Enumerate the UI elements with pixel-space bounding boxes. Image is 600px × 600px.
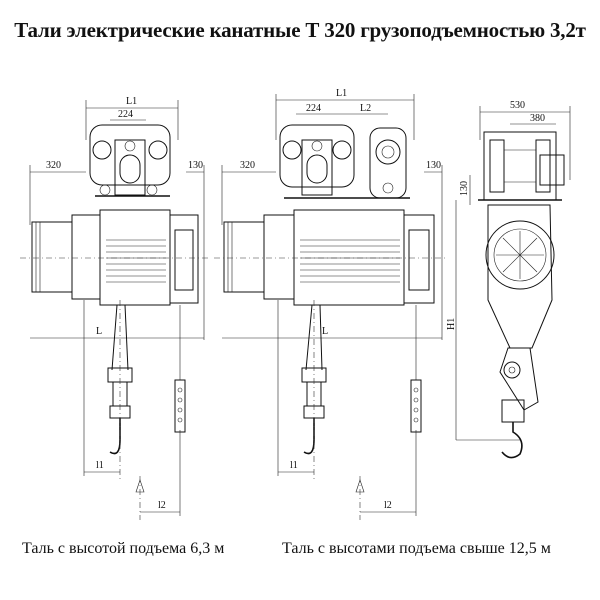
left-dim-l2: l2 <box>158 500 166 511</box>
side-hoist-view: 530 380 130 H1 <box>446 100 571 459</box>
side-dim-380: 380 <box>530 113 545 124</box>
left-dim-320: 320 <box>46 160 61 171</box>
side-dim-h1: H1 <box>446 318 457 330</box>
side-dim-530: 530 <box>510 100 525 111</box>
left-dim-224: 224 <box>118 109 133 120</box>
middle-hoist-view: L1 224 L2 320 130 <box>214 88 448 520</box>
middle-dim-224: 224 <box>306 103 321 114</box>
middle-dim-l2: L2 <box>360 103 371 114</box>
left-dim-l1: L1 <box>126 96 137 107</box>
left-rope-drum <box>106 239 166 283</box>
diagram-title: Тали электрические канатные Т 320 грузоп… <box>14 18 586 42</box>
middle-dim-l1: L1 <box>336 88 347 99</box>
middle-dim-l2-bottom: l2 <box>384 500 392 511</box>
middle-dim-l: L <box>322 326 328 337</box>
left-dim-l1: l1 <box>96 460 104 471</box>
middle-dim-130: 130 <box>426 160 441 171</box>
middle-dim-320: 320 <box>240 160 255 171</box>
left-hoist-view: L1 224 320 130 <box>20 96 210 520</box>
middle-rope-drum <box>300 239 400 283</box>
caption-right: Таль с высотами подъема свыше 12,5 м <box>282 540 551 557</box>
side-dim-130: 130 <box>459 181 470 196</box>
left-dim-l: L <box>96 326 102 337</box>
caption-left: Таль с высотой подъема 6,3 м <box>22 540 225 557</box>
left-dim-130: 130 <box>188 160 203 171</box>
middle-dim-l1: l1 <box>290 460 298 471</box>
